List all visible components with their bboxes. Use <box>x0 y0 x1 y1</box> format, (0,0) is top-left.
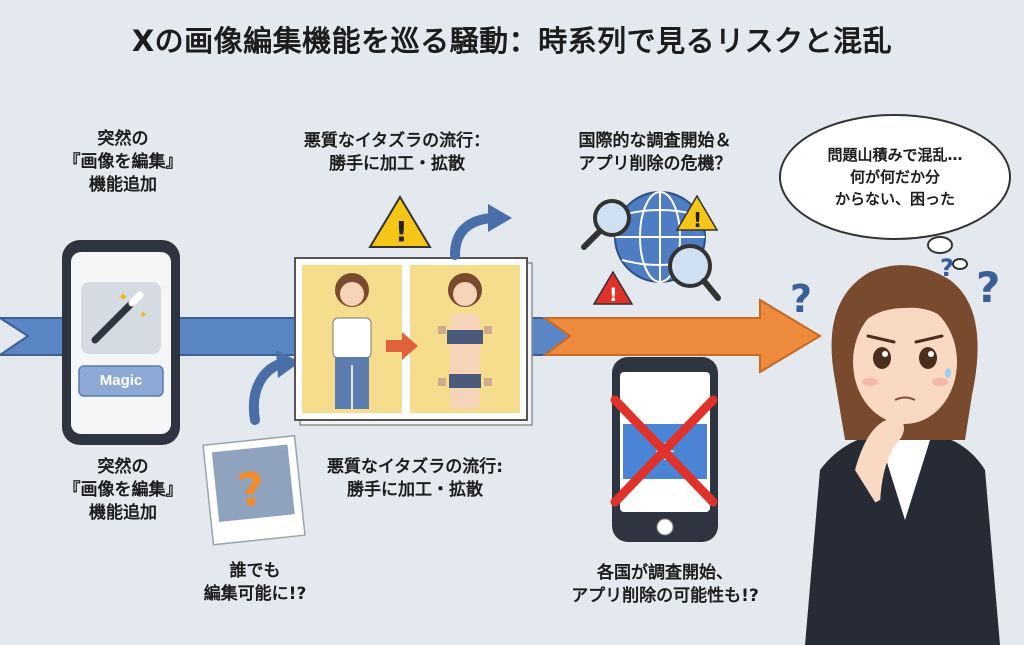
caption-line: 突然の <box>97 129 149 149</box>
caption-line: アプリ削除の可能性も!? <box>571 586 759 606</box>
caption-line: 悪質なイタズラの流行： <box>303 131 491 151</box>
svg-text:!: ! <box>693 208 702 232</box>
caption-line: アプリ削除の危機？ <box>578 154 732 174</box>
caption-line: 悪質なイタズラの流行: <box>326 457 504 477</box>
svg-text:?: ? <box>235 461 267 517</box>
caption-line: 『画像を編集』 <box>63 152 183 172</box>
before-after-panels <box>294 257 533 426</box>
step3-caption-bottom: 各国が調査開始、 アプリ削除の可能性も!? <box>545 562 785 608</box>
photo-caption: 誰でも 編集可能に!? <box>180 560 330 606</box>
caption-line: 国際的な調査開始＆ <box>578 131 732 151</box>
caption-line: 勝手に加工・拡散 <box>329 154 465 174</box>
question-mark-icon: ? <box>940 254 954 282</box>
phone-magic-icon: ✦ ✦ <box>62 240 180 445</box>
caption-line: 各国が調査開始、 <box>597 563 733 583</box>
bubble-line: 何が何だか分 <box>849 168 940 186</box>
page-title: Xの画像編集機能を巡る騒動：時系列で見るリスクと混乱 <box>131 24 893 58</box>
step2-caption-bottom: 悪質なイタズラの流行: 勝手に加工・拡散 <box>290 456 540 502</box>
caption-line: 勝手に加工・拡散 <box>347 480 483 500</box>
step3-caption-top: 国際的な調査開始＆ アプリ削除の危機？ <box>545 130 765 176</box>
bubble-line: からない、困った <box>834 190 955 208</box>
magic-button-label: Magic <box>99 372 143 389</box>
caption-line: 機能追加 <box>89 175 157 195</box>
thought-bubble <box>779 114 1011 270</box>
thought-bubble-text: 問題山積みで混乱… 何が何だか分 からない、困った <box>790 144 1000 210</box>
svg-text:!: ! <box>609 284 618 306</box>
caption-line: 『画像を編集』 <box>63 480 183 500</box>
step1-caption-top: 突然の 『画像を編集』 機能追加 <box>48 128 198 197</box>
question-mark-icon: ? <box>790 277 812 321</box>
caption-line: 編集可能に!? <box>203 584 307 604</box>
bubble-line: 問題山積みで混乱… <box>827 146 963 164</box>
caption-line: 誰でも <box>229 561 281 581</box>
svg-text:!: ! <box>395 215 408 248</box>
question-mark-icon: ? <box>976 263 1000 312</box>
caption-line: 機能追加 <box>89 503 157 523</box>
warning-icon: ! <box>368 195 432 248</box>
question-photo-icon: ? <box>202 434 306 546</box>
svg-text:✦: ✦ <box>118 290 128 304</box>
confused-woman-figure <box>805 265 1000 645</box>
svg-text:✦: ✦ <box>139 310 147 321</box>
timeline-arrow-orange <box>541 298 822 374</box>
step2-caption-top: 悪質なイタズラの流行： 勝手に加工・拡散 <box>262 130 532 176</box>
caption-line: 突然の <box>97 457 149 477</box>
curved-arrow-icon <box>248 358 287 425</box>
deleted-app-phone-icon: ✳ <box>610 357 718 542</box>
step1-caption-bottom: 突然の 『画像を編集』 機能追加 <box>48 456 198 525</box>
share-arrow-icon <box>450 213 497 260</box>
globe-investigation-icon: ! ! <box>581 191 721 306</box>
